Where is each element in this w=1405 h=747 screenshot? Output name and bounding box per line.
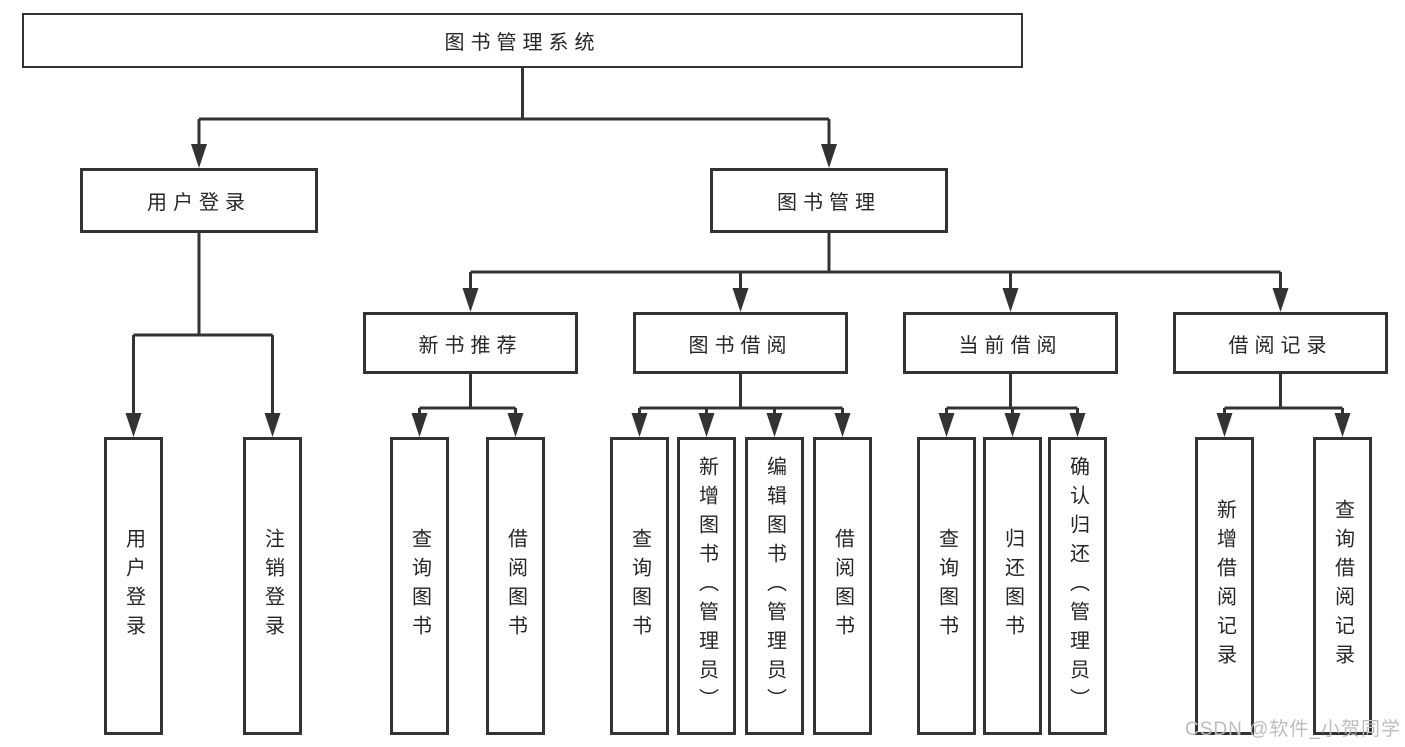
leaf-label: 借阅图书 (504, 528, 527, 644)
leaf-logout-login: 注销登录 (243, 437, 302, 735)
leaf-edit-books-admin: 编辑图书（管理员） (745, 437, 804, 735)
leaf-label: 查询借阅记录 (1331, 499, 1354, 673)
leaf-label: 新增借阅记录 (1213, 499, 1236, 673)
leaf-query-books-current: 查询图书 (917, 437, 976, 735)
leaf-label: 查询图书 (408, 528, 431, 644)
leaf-return-books: 归还图书 (983, 437, 1042, 735)
leaf-label: 查询图书 (628, 528, 651, 644)
leaf-confirm-return-admin: 确认归还（管理员） (1048, 437, 1107, 735)
node-borrowing-records: 借阅记录 (1173, 312, 1388, 374)
leaf-add-borrow-record: 新增借阅记录 (1195, 437, 1254, 735)
leaf-label: 归还图书 (1001, 528, 1024, 644)
leaf-label: 用户登录 (122, 528, 145, 644)
leaf-user-login: 用户登录 (104, 437, 163, 735)
leaf-label: 借阅图书 (831, 528, 854, 644)
node-library-management-system: 图书管理系统 (22, 13, 1023, 68)
leaf-query-books-borrowing: 查询图书 (610, 437, 669, 735)
leaf-label: 注销登录 (261, 528, 284, 644)
node-new-book-recommend: 新书推荐 (363, 312, 578, 374)
leaf-label: 新增图书（管理员） (695, 455, 718, 717)
leaf-borrow-books-borrowing: 借阅图书 (813, 437, 872, 735)
leaf-label: 确认归还（管理员） (1066, 455, 1089, 717)
leaf-borrow-books-recommend: 借阅图书 (486, 437, 545, 735)
leaf-add-books-admin: 新增图书（管理员） (677, 437, 736, 735)
node-book-management: 图书管理 (710, 168, 948, 233)
arrowheads (125, 144, 1351, 437)
leaf-label: 编辑图书（管理员） (763, 455, 786, 717)
node-book-borrowing: 图书借阅 (633, 312, 848, 374)
leaf-query-books-recommend: 查询图书 (390, 437, 449, 735)
node-current-borrowing: 当前借阅 (903, 312, 1118, 374)
node-user-login: 用户登录 (80, 168, 318, 233)
csdn-watermark: CSDN @软件_小贺同学 (1185, 719, 1401, 740)
leaf-query-borrow-record: 查询借阅记录 (1313, 437, 1372, 735)
leaf-label: 查询图书 (935, 528, 958, 644)
